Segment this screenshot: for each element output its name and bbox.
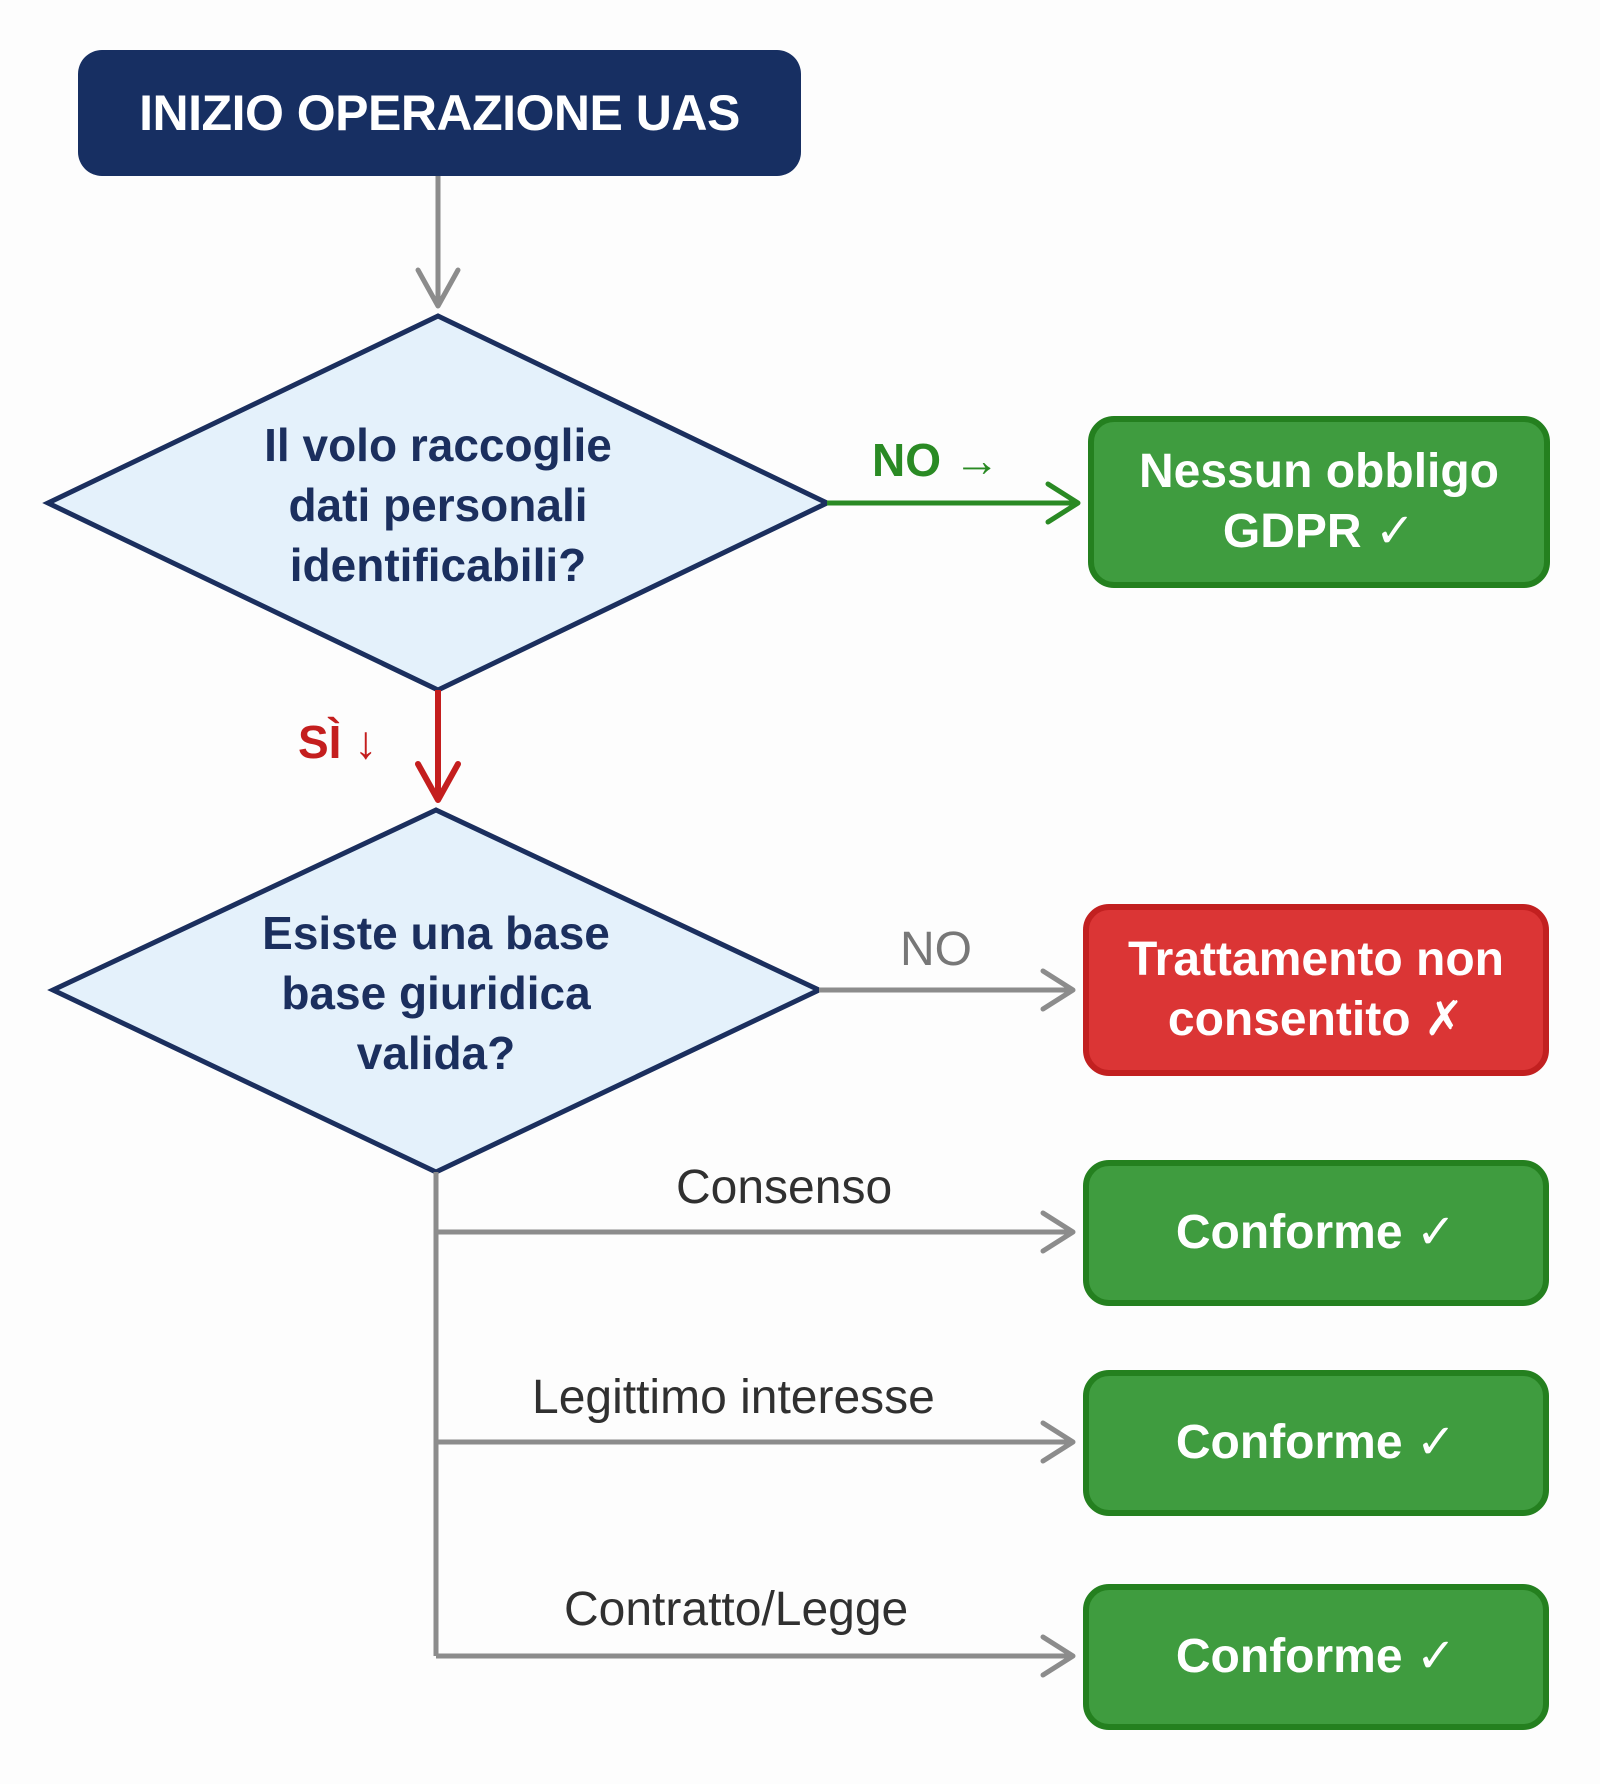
- outcome-not-allowed-label: Trattamento non consentito ✗: [1127, 933, 1504, 1046]
- arrowhead-not-allowed: [1040, 968, 1076, 1012]
- arrowhead-decision1: [415, 267, 461, 309]
- arrowhead-no-gdpr: [1045, 481, 1081, 525]
- edge-label-consenso: Consenso: [676, 1161, 893, 1214]
- decision2-question: Esiste una base base giuridica valida?: [228, 898, 644, 1088]
- outcome-no-gdpr-label: Nessun obbligo GDPR ✓: [1139, 445, 1499, 558]
- decision1-question: Il volo raccoglie dati personali identif…: [228, 410, 648, 600]
- arrowhead-consenso: [1040, 1210, 1076, 1254]
- edge-label-d2-no: NO: [900, 923, 972, 976]
- decision1-label: Il volo raccoglie dati personali identif…: [264, 419, 612, 591]
- edge-label-contratto: Contratto/Legge: [564, 1583, 909, 1636]
- outcome-consenso: Conforme ✓: [1083, 1160, 1549, 1306]
- outcome-not-allowed: Trattamento non consentito ✗: [1083, 904, 1549, 1076]
- edge-label-legittimo: Legittimo interesse: [532, 1371, 935, 1424]
- edge-label-d1-no: NO →: [872, 434, 1000, 486]
- outcome-legittimo-label: Conforme ✓: [1175, 1416, 1457, 1469]
- outcome-no-gdpr: Nessun obbligo GDPR ✓: [1088, 416, 1550, 588]
- start-node: INIZIO OPERAZIONE UAS: [78, 50, 801, 176]
- arrowhead-decision2: [415, 761, 461, 803]
- edge-label-d1-yes: SÌ ↓: [298, 716, 378, 768]
- arrowhead-contratto: [1040, 1634, 1076, 1678]
- decision2-label: Esiste una base base giuridica valida?: [262, 907, 610, 1079]
- outcome-contratto-label: Conforme ✓: [1175, 1630, 1457, 1683]
- outcome-contratto: Conforme ✓: [1083, 1584, 1549, 1730]
- outcome-legittimo: Conforme ✓: [1083, 1370, 1549, 1516]
- arrowhead-legittimo: [1040, 1420, 1076, 1464]
- outcome-consenso-label: Conforme ✓: [1175, 1206, 1457, 1259]
- start-node-label: INIZIO OPERAZIONE UAS: [139, 85, 740, 141]
